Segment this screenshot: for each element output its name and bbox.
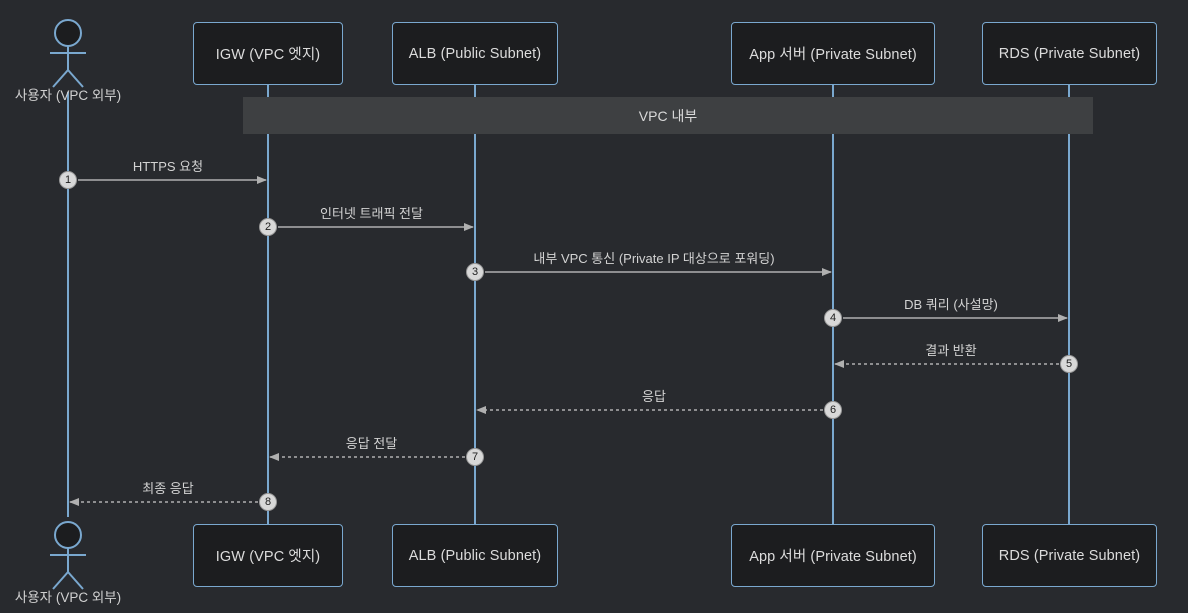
- message-label-5: 결과 반환: [925, 343, 977, 358]
- sequence-badge-1[interactable]: 1: [59, 171, 77, 189]
- message-label-7: 응답 전달: [345, 436, 398, 451]
- message-label-4: DB 쿼리 (사설망): [904, 297, 998, 312]
- sequence-badge-6[interactable]: 6: [824, 401, 842, 419]
- message-arrows-group: [69, 176, 1068, 506]
- participant-header-box-alb[interactable]: ALB (Public Subnet): [392, 22, 558, 85]
- sequence-badge-5[interactable]: 5: [1060, 355, 1078, 373]
- actor-figures-group: [50, 19, 86, 590]
- vpc-fragment-banner: VPC 내부: [243, 97, 1093, 134]
- participant-label: ALB (Public Subnet): [408, 547, 542, 564]
- actor-label-bottom: 사용자 (VPC 외부): [14, 590, 122, 605]
- message-label-2: 인터넷 트래픽 전달: [320, 206, 423, 221]
- message-label-8: 최종 응답: [142, 481, 194, 496]
- message-label-6: 응답: [642, 389, 666, 404]
- participant-footer-box-igw[interactable]: IGW (VPC 엣지): [193, 524, 343, 587]
- actor-label-top: 사용자 (VPC 외부): [14, 88, 122, 103]
- sequence-badge-7[interactable]: 7: [466, 448, 484, 466]
- participant-label: App 서버 (Private Subnet): [749, 549, 917, 565]
- sequence-badge-3[interactable]: 3: [466, 263, 484, 281]
- participant-label: RDS (Private Subnet): [998, 45, 1141, 62]
- participant-label: IGW (VPC 엣지): [215, 47, 321, 63]
- participant-label: IGW (VPC 엣지): [215, 549, 321, 565]
- participant-footer-box-rds[interactable]: RDS (Private Subnet): [982, 524, 1157, 587]
- sequence-badge-4[interactable]: 4: [824, 309, 842, 327]
- sequence-badge-8[interactable]: 8: [259, 493, 277, 511]
- lifelines-group: [67, 85, 1070, 524]
- participant-header-box-app[interactable]: App 서버 (Private Subnet): [731, 22, 935, 85]
- sequence-badge-2[interactable]: 2: [259, 218, 277, 236]
- participant-header-box-igw[interactable]: IGW (VPC 엣지): [193, 22, 343, 85]
- vpc-fragment-label: VPC 내부: [638, 107, 698, 124]
- participant-label: App 서버 (Private Subnet): [749, 47, 917, 63]
- participant-footer-box-app[interactable]: App 서버 (Private Subnet): [731, 524, 935, 587]
- participant-header-box-rds[interactable]: RDS (Private Subnet): [982, 22, 1157, 85]
- message-label-1: HTTPS 요청: [132, 159, 204, 174]
- participant-label: ALB (Public Subnet): [408, 45, 542, 62]
- message-label-3: 내부 VPC 통신 (Private IP 대상으로 포워딩): [533, 251, 775, 266]
- actor-figure-top: [50, 19, 86, 88]
- participant-footer-box-alb[interactable]: ALB (Public Subnet): [392, 524, 558, 587]
- participant-label: RDS (Private Subnet): [998, 547, 1141, 564]
- actor-figure-bottom: [50, 521, 86, 590]
